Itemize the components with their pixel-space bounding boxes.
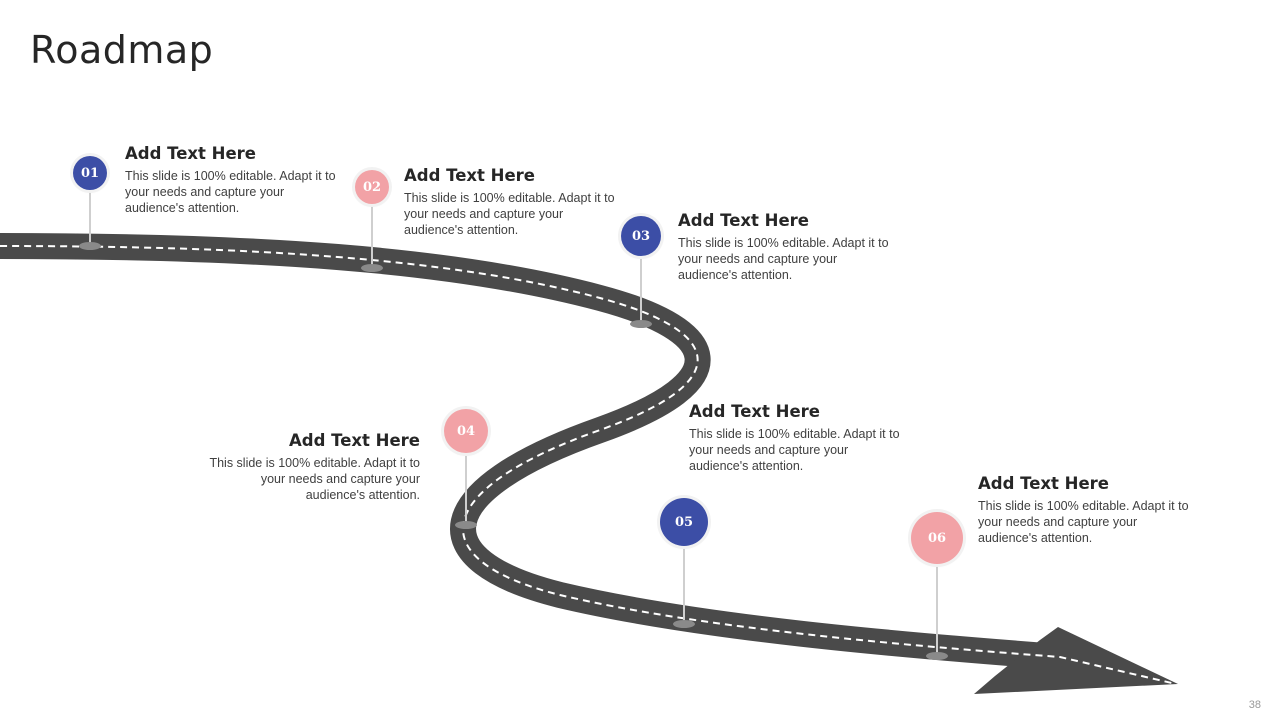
milestone-number-05: 05 xyxy=(660,498,708,546)
milestone-body: This slide is 100% editable. Adapt it to… xyxy=(678,236,889,282)
milestone-body: This slide is 100% editable. Adapt it to… xyxy=(404,191,615,237)
milestone-heading: Add Text Here xyxy=(289,431,420,450)
milestone-heading: Add Text Here xyxy=(125,144,256,163)
milestone-body: This slide is 100% editable. Adapt it to… xyxy=(978,499,1189,545)
milestone-card-04: Add Text Here This slide is 100% editabl… xyxy=(202,431,420,503)
milestone-number-04: 04 xyxy=(444,409,488,453)
milestone-card-06: Add Text Here This slide is 100% editabl… xyxy=(978,474,1196,546)
milestone-body: This slide is 100% editable. Adapt it to… xyxy=(689,427,900,473)
milestone-number-06: 06 xyxy=(911,512,963,564)
milestone-pin-01: 01 xyxy=(73,156,107,250)
milestone-heading: Add Text Here xyxy=(689,402,820,421)
milestone-heading: Add Text Here xyxy=(978,474,1109,493)
milestone-card-02: Add Text Here This slide is 100% editabl… xyxy=(404,166,622,238)
milestone-card-01: Add Text Here This slide is 100% editabl… xyxy=(125,144,343,216)
milestone-pin-04: 04 xyxy=(444,409,488,529)
page-number: 38 xyxy=(1248,699,1261,711)
milestone-heading: Add Text Here xyxy=(678,211,809,230)
milestone-pin-05: 05 xyxy=(660,498,708,628)
milestone-number-02: 02 xyxy=(355,170,389,204)
milestone-heading: Add Text Here xyxy=(404,166,535,185)
milestone-card-05: Add Text Here This slide is 100% editabl… xyxy=(689,402,907,474)
milestone-card-03: Add Text Here This slide is 100% editabl… xyxy=(678,211,896,283)
milestone-pin-03: 03 xyxy=(621,216,661,328)
slide-title: Roadmap xyxy=(30,28,214,72)
milestone-body: This slide is 100% editable. Adapt it to… xyxy=(209,456,420,502)
milestone-pin-06: 06 xyxy=(911,512,963,660)
milestone-number-03: 03 xyxy=(621,216,661,256)
milestone-number-01: 01 xyxy=(73,156,107,190)
milestone-pin-02: 02 xyxy=(355,170,389,272)
milestone-body: This slide is 100% editable. Adapt it to… xyxy=(125,169,336,215)
